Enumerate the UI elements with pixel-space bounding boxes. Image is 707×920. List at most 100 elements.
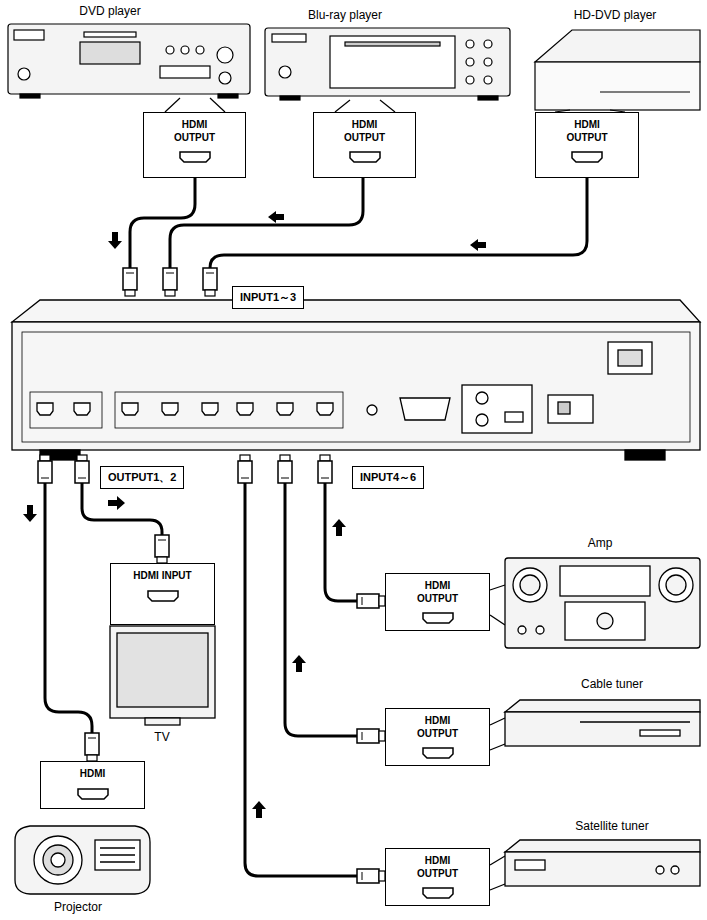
hdmi-switcher — [115, 392, 343, 428]
hdmi-switcher — [367, 405, 377, 415]
hdmi-switcher — [74, 403, 90, 415]
hdmi-port-icon — [570, 150, 604, 164]
satellite-tuner — [671, 866, 679, 874]
hdmi-port-icon — [421, 746, 455, 760]
tv — [145, 718, 180, 725]
projector — [51, 853, 65, 867]
tv — [110, 626, 215, 725]
device-name: TV — [152, 730, 171, 744]
illustration — [38, 455, 52, 483]
satellite-tuner — [490, 856, 505, 865]
bluray-player — [380, 100, 395, 112]
callout-box: INPUT4～6 — [352, 466, 424, 489]
hdmi-port-box: HDMI OUTPUT — [313, 112, 416, 178]
amplifier — [659, 568, 693, 602]
dvd-player — [165, 98, 180, 112]
hddvd-player — [535, 62, 700, 110]
device-name: HD-DVD player — [572, 8, 659, 22]
hdmi-switcher — [317, 403, 333, 415]
amplifier — [565, 602, 645, 640]
hdmi-cable — [285, 483, 357, 736]
amplifier — [518, 626, 526, 634]
dvd-player — [80, 42, 140, 64]
hdmi-switcher — [625, 450, 665, 460]
hdmi-switcher — [22, 332, 690, 442]
amplifier — [597, 613, 613, 629]
projector — [43, 845, 73, 875]
dvd-player — [218, 94, 238, 98]
dvd-player — [166, 46, 174, 54]
dvd-player — [18, 68, 30, 80]
bluray-player — [330, 36, 455, 88]
amplifier — [490, 558, 700, 648]
port-label: HDMI OUTPUT — [408, 715, 468, 740]
amplifier — [666, 575, 686, 595]
hdmi-switcher — [162, 403, 178, 415]
hdmi-switcher — [237, 403, 253, 415]
bluray-player — [280, 96, 300, 100]
bluray-player — [265, 28, 510, 112]
hdmi-port-icon — [421, 611, 455, 625]
illustration — [85, 733, 99, 761]
hdmi-port-box: HDMI OUTPUT — [143, 112, 246, 178]
dvd-player — [8, 24, 250, 94]
dvd-player — [20, 94, 40, 98]
hdmi-switcher — [505, 412, 523, 422]
hdmi-switcher — [12, 300, 700, 460]
satellite-tuner — [490, 884, 505, 890]
port-label: HDMI OUTPUT — [408, 580, 468, 605]
port-label: HDMI — [63, 768, 123, 781]
hddvd-player — [535, 30, 700, 112]
hdmi-switcher — [122, 403, 138, 415]
illustration — [75, 455, 89, 483]
direction-arrow — [252, 801, 266, 818]
hdmi-cable — [130, 178, 195, 268]
cable-tuner — [490, 700, 700, 750]
dvd-player — [160, 66, 210, 78]
dvd-player — [210, 98, 225, 112]
hdmi-port-icon — [350, 152, 380, 162]
bluray-player — [466, 76, 474, 84]
device-name: Satellite tuner — [573, 819, 650, 833]
hdmi-port-icon — [421, 886, 455, 900]
hdmi-switcher — [608, 342, 652, 374]
projector — [100, 861, 135, 862]
bluray-player — [478, 96, 498, 100]
dvd-player — [8, 24, 250, 112]
hdmi-switcher — [476, 414, 488, 426]
amplifier — [490, 615, 505, 625]
cable-tuner — [490, 718, 505, 725]
dvd-player — [217, 47, 233, 63]
hdmi-port-icon — [348, 150, 382, 164]
port-label: HDMI OUTPUT — [335, 119, 395, 144]
cable-tuner — [490, 744, 505, 750]
bluray-player — [335, 100, 350, 112]
amplifier — [560, 566, 650, 596]
hdmi-cable — [210, 178, 587, 268]
port-label: HDMI OUTPUT — [408, 855, 468, 880]
satellite-tuner — [490, 840, 700, 890]
hdmi-switcher — [558, 402, 570, 414]
hdmi-port-icon — [423, 888, 453, 898]
direction-arrow — [292, 655, 306, 672]
satellite-tuner — [505, 852, 700, 886]
cable-tuner — [505, 712, 700, 746]
illustration — [123, 268, 137, 296]
dvd-player — [196, 46, 204, 54]
direction-arrow — [332, 519, 346, 536]
hdmi-switcher — [37, 342, 652, 433]
hdmi-switcher — [548, 395, 593, 423]
hdmi-port-box: HDMI INPUT — [110, 563, 215, 625]
hdmi-switcher — [202, 403, 218, 415]
hddvd-player — [600, 91, 690, 92]
bluray-player — [345, 42, 440, 46]
hdmi-cable — [82, 483, 162, 535]
hddvd-player — [535, 30, 700, 62]
direction-arrow — [23, 505, 37, 522]
satellite-tuner — [505, 840, 700, 852]
hdmi-cable — [325, 483, 357, 601]
illustration — [318, 455, 332, 483]
hdmi-port-icon — [146, 589, 180, 603]
dvd-player — [181, 46, 189, 54]
hdmi-port-icon — [76, 787, 110, 801]
